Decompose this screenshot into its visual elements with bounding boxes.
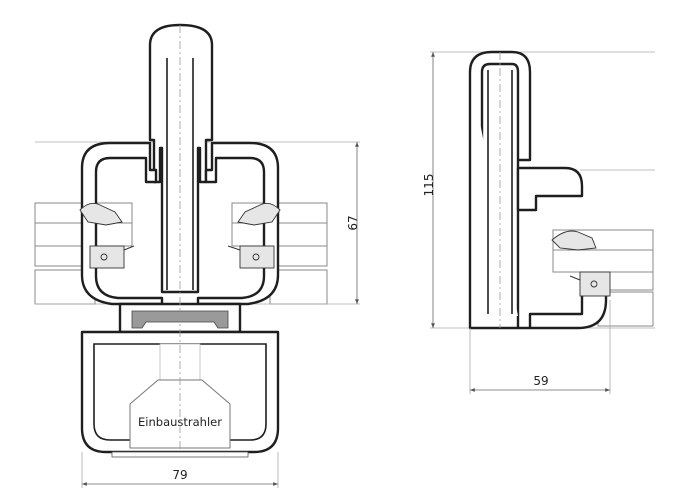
- left-width-dimension: 79: [81, 452, 279, 488]
- right-width-dimension: 59: [469, 300, 611, 394]
- right-profile: 115 59: [422, 50, 655, 394]
- right-profile-glass: [552, 229, 654, 327]
- left-profile: Einbaustrahler 67 79: [34, 23, 360, 488]
- right-width-value: 59: [533, 374, 548, 388]
- right-chamber: [196, 141, 280, 306]
- right-height-value: 115: [422, 174, 436, 197]
- center-fin: [148, 23, 214, 294]
- left-width-value: 79: [172, 468, 187, 482]
- right-glazing-gasket: [227, 202, 281, 269]
- left-glazing-gasket: [79, 202, 135, 269]
- left-height-value: 67: [346, 215, 360, 230]
- recessed-light-label: Einbaustrahler: [138, 415, 222, 429]
- side-chamber: [516, 166, 584, 212]
- left-chamber: [80, 141, 164, 306]
- left-height-dimension: 67: [346, 142, 360, 304]
- right-profile-gasket: [551, 230, 611, 297]
- right-height-dimension: 115: [422, 52, 436, 328]
